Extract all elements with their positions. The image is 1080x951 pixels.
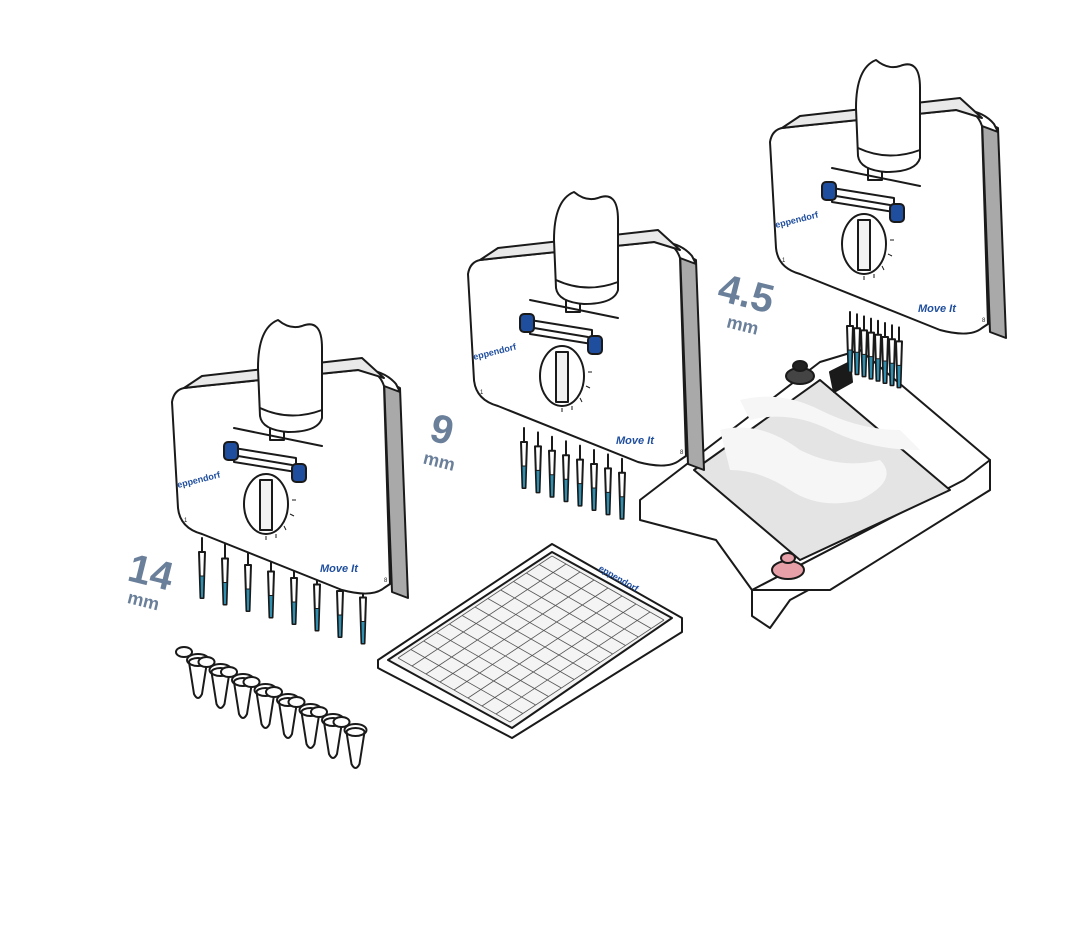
black-knob [785, 360, 815, 385]
pipette-tip [244, 550, 252, 612]
red-knob [771, 552, 805, 580]
pipette-tip [895, 326, 903, 389]
pipette-tip [853, 313, 861, 376]
reservoir-tray [639, 349, 991, 629]
pipette-tip [888, 324, 896, 387]
pcr-tube [175, 646, 210, 699]
well-plate: eppendorf [377, 543, 683, 739]
pipette-tip [198, 537, 206, 599]
pipette-right: eppendorf Move It 1 8 [769, 59, 1007, 389]
pipette-tip [846, 311, 854, 373]
pipette-tip [576, 444, 584, 507]
spacing-value-right: 4.5 [714, 266, 779, 322]
channel-last-right: 8 [982, 318, 986, 324]
pipette-tip [590, 449, 598, 511]
channel-first-middle: 1 [480, 390, 484, 396]
model-label-right: Move It [918, 303, 957, 315]
channel-first-right: 1 [782, 258, 786, 264]
spacing-label-right: 4.5 mm [714, 266, 779, 339]
pipette-tip [562, 440, 570, 503]
pipette-tip [860, 315, 868, 378]
model-label-middle: Move It [616, 435, 655, 447]
pipette-tip [534, 431, 542, 494]
pipette-tip [548, 435, 556, 498]
pipette-tip [267, 556, 275, 619]
pipette-tip [618, 457, 626, 520]
spacing-label-left: 14 mm [124, 546, 179, 614]
pipette-tip [867, 317, 875, 380]
spacing-label-middle: 9 mm [421, 406, 458, 475]
channel-last-middle: 8 [680, 450, 684, 456]
pcr-tube-strip [175, 646, 368, 769]
pipette-tip [881, 322, 889, 384]
pipette-tip [874, 319, 882, 382]
pipette-middle: eppendorf Move It 1 8 [467, 191, 705, 520]
spacing-value-middle: 9 [426, 406, 458, 454]
channel-first-left: 1 [184, 518, 188, 524]
spacing-unit-middle: mm [421, 448, 457, 475]
channel-last-left: 8 [384, 578, 388, 584]
pipette-left: eppendorf Move It 1 8 [171, 319, 409, 645]
pipette-tip [290, 563, 298, 625]
pipette-tip [221, 543, 229, 606]
pipette-tip [520, 427, 528, 489]
pipette-tip [604, 453, 612, 516]
model-label-left: Move It [320, 563, 359, 575]
